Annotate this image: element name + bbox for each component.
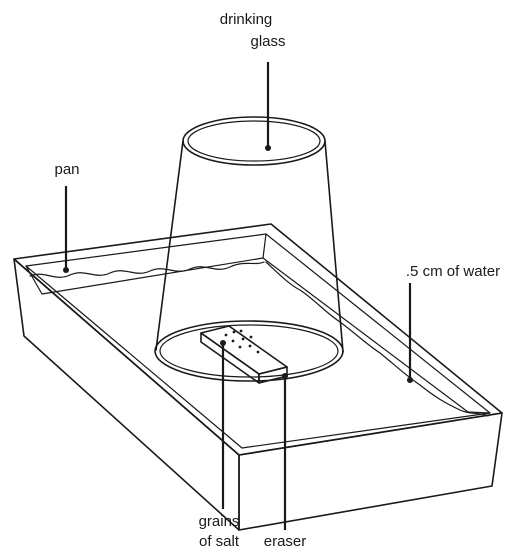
label-eraser: eraser bbox=[264, 533, 307, 550]
glass-top-inner bbox=[187, 120, 321, 162]
pan-inner-wall-left bbox=[25, 233, 267, 295]
label-drinking: drinking bbox=[220, 11, 273, 28]
label-water: .5 cm of water bbox=[406, 263, 500, 280]
water-line-left bbox=[29, 261, 265, 278]
water-line-right bbox=[265, 261, 489, 417]
eraser bbox=[200, 325, 288, 384]
label-grains: grains bbox=[199, 513, 240, 530]
label-pan: pan bbox=[54, 161, 79, 178]
pan-wall-front-left bbox=[13, 258, 240, 531]
label-glass: glass bbox=[250, 33, 285, 50]
glass-rim-outer bbox=[154, 320, 344, 382]
glass-rim-inner bbox=[159, 324, 339, 378]
drinking-glass bbox=[154, 116, 344, 382]
eraser-top bbox=[200, 325, 288, 375]
salt-grains bbox=[224, 329, 260, 354]
glass-side-right bbox=[324, 140, 344, 353]
leader-lines bbox=[63, 62, 413, 530]
pan-wall-front-right bbox=[238, 412, 503, 531]
glass-side-left bbox=[155, 140, 184, 351]
label-of-salt: of salt bbox=[199, 533, 240, 550]
glass-top-outer bbox=[182, 116, 326, 166]
pan-inner-wall-right bbox=[262, 257, 491, 414]
labels: drinking glass pan .5 cm of water grains… bbox=[54, 11, 500, 550]
pan bbox=[13, 223, 503, 531]
